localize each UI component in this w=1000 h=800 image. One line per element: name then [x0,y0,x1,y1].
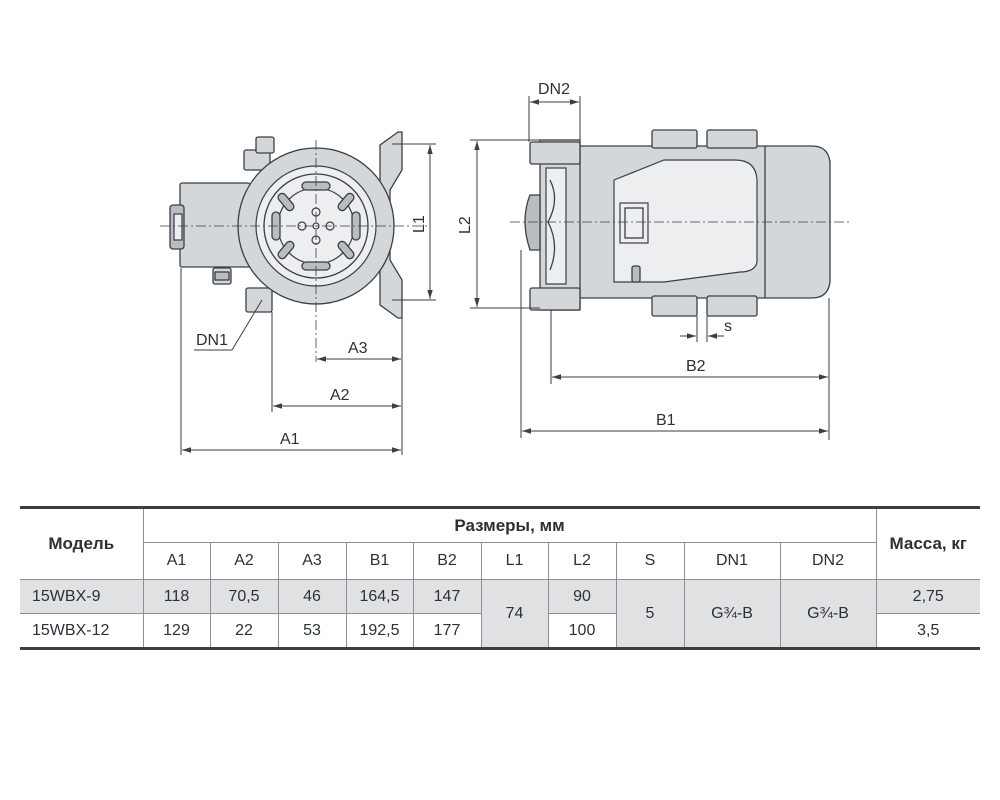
label-a1: A1 [280,431,300,448]
header-model: Модель [20,507,144,580]
label-dn1: DN1 [196,332,228,349]
spec-table: Модель Размеры, мм Масса, кг A1 A2 A3 B1… [20,506,980,650]
value-cell: 53 [277,613,347,649]
value-cell: 192,5 [345,613,414,649]
col-header: L2 [547,542,617,580]
header-dimensions: Размеры, мм [142,507,877,543]
model-cell: 15WBX-9 [20,579,144,614]
value-cell: G¾-B [683,579,781,649]
col-header: A1 [143,542,211,580]
value-cell: 90 [547,579,617,614]
col-header: A3 [277,542,347,580]
value-cell: 177 [412,613,482,649]
label-b2: B2 [686,358,706,375]
col-header: A2 [209,542,279,580]
label-s: s [724,318,732,335]
table-row: 15WBX-9 118 70,5 46 164,5 147 74 90 5 G¾… [20,579,980,649]
col-header: DN1 [683,542,781,580]
header-mass: Масса, кг [875,507,980,580]
mass-cell: 2,75 [875,579,980,614]
col-header: DN2 [779,542,876,580]
side-view [510,129,850,317]
label-l1: L1 [411,215,428,233]
label-dn2: DN2 [538,81,570,98]
table-row: 15WBX-12 129 22 53 192,5 177 100 3,5 [20,613,980,649]
col-header: L1 [480,542,549,580]
value-cell: 70,5 [209,579,279,614]
mass-cell: 3,5 [875,613,980,649]
value-cell: 46 [277,579,347,614]
value-cell: 129 [142,613,211,649]
value-cell: 5 [615,579,685,649]
front-view [160,131,430,362]
col-header: B2 [412,542,482,580]
pump-dimension-drawing: DN1 A3 A2 A1 L1 [160,81,850,455]
col-header: B1 [345,542,414,580]
value-cell: 74 [480,579,549,649]
value-cell: 118 [142,579,211,614]
value-cell: G¾-B [779,579,877,649]
col-header: S [615,542,685,580]
front-dimensions [180,143,436,455]
label-b1: B1 [656,412,676,429]
value-cell: 164,5 [345,579,414,614]
value-cell: 100 [547,613,617,649]
side-dimensions [470,96,830,440]
label-a3: A3 [348,340,368,357]
value-cell: 147 [412,579,482,614]
label-l2: L2 [457,216,474,234]
value-cell: 22 [209,613,279,649]
model-cell: 15WBX-12 [20,613,144,649]
label-a2: A2 [330,387,350,404]
